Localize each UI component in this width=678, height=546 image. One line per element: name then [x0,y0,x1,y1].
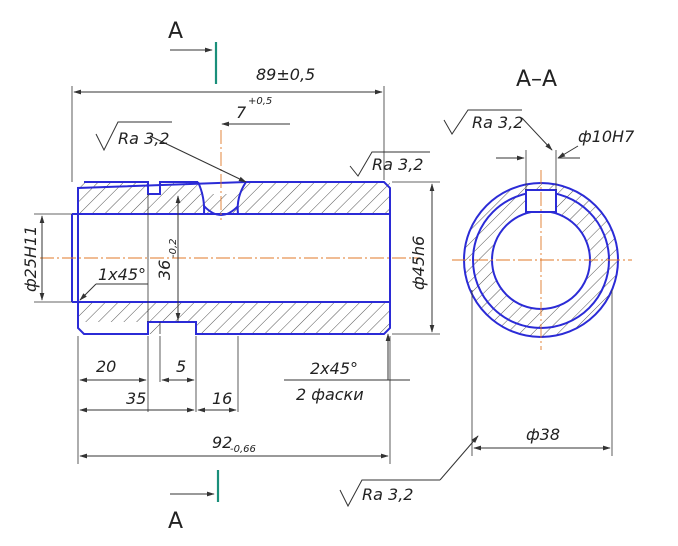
dim-7: 7 [236,103,247,122]
dim-length-top: 89±0,5 [71,65,385,182]
dim-92-tol: -0,66 [230,444,256,455]
chamfer-count-label: 2 фаски [296,385,364,404]
outer-contour [77,181,391,335]
roughness-left: Ra 3,2 [95,121,247,183]
section-view-aa: A–A ф10Н7 Ra 3,2 ф38 Ra 3,2 [339,67,635,508]
section-mark-bottom: A [168,470,220,534]
dim-groove-depth: 7 +0,5 [221,96,290,127]
dim-16: 16 [212,389,232,408]
dim-row-2: 35 16 [79,336,239,413]
lower-wall-hatch [78,302,390,334]
dim-20: 20 [96,357,116,376]
dim-total-length: 92 -0,66 [79,336,391,464]
dim-92: 92 [212,433,232,452]
chamfer-outer-label: 2x45° [310,359,358,378]
bore-contour [71,213,390,303]
roughness-section-label: Ra 3,2 [472,113,523,132]
dim-5: 5 [176,357,186,376]
chamfer-inner: 1x45° [79,265,148,301]
chamfer-outer: 2x45° 2 фаски [284,333,410,404]
dim-7-tol: +0,5 [248,96,272,107]
dim-outer-dia-label: ф45h6 [409,236,428,290]
section-letter-top: A [168,19,183,44]
roughness-right: Ra 3,2 [349,151,430,177]
upper-wall-hatch [78,182,390,214]
main-section-view [40,130,420,335]
dim-ring-dia: ф38 [526,425,560,444]
section-letter-bottom: A [168,509,183,534]
roughness-right-label: Ra 3,2 [372,155,423,174]
dim-row-1: 20 5 [77,336,197,464]
section-mark-top: A [168,19,218,84]
chamfer-inner-label: 1x45° [98,265,146,284]
roughness-bottom-label: Ra 3,2 [362,485,413,504]
dim-hole-dia: ф10Н7 [578,127,635,146]
roughness-left-label: Ra 3,2 [118,129,169,148]
dim-36: 36 [155,260,174,280]
dim-length-89: 89±0,5 [256,65,315,84]
ring-hatch [464,183,619,337]
dim-inner-dia-label: ф25Н11 [21,226,40,292]
dim-inner-dia: ф25Н11 [21,213,72,303]
dim-bore-depth: 36 -0,2 [155,195,181,321]
dim-outer-dia: ф45h6 [392,181,440,335]
section-title: A–A [516,67,557,92]
dim-35: 35 [126,389,146,408]
dim-36-tol: -0,2 [168,238,179,258]
